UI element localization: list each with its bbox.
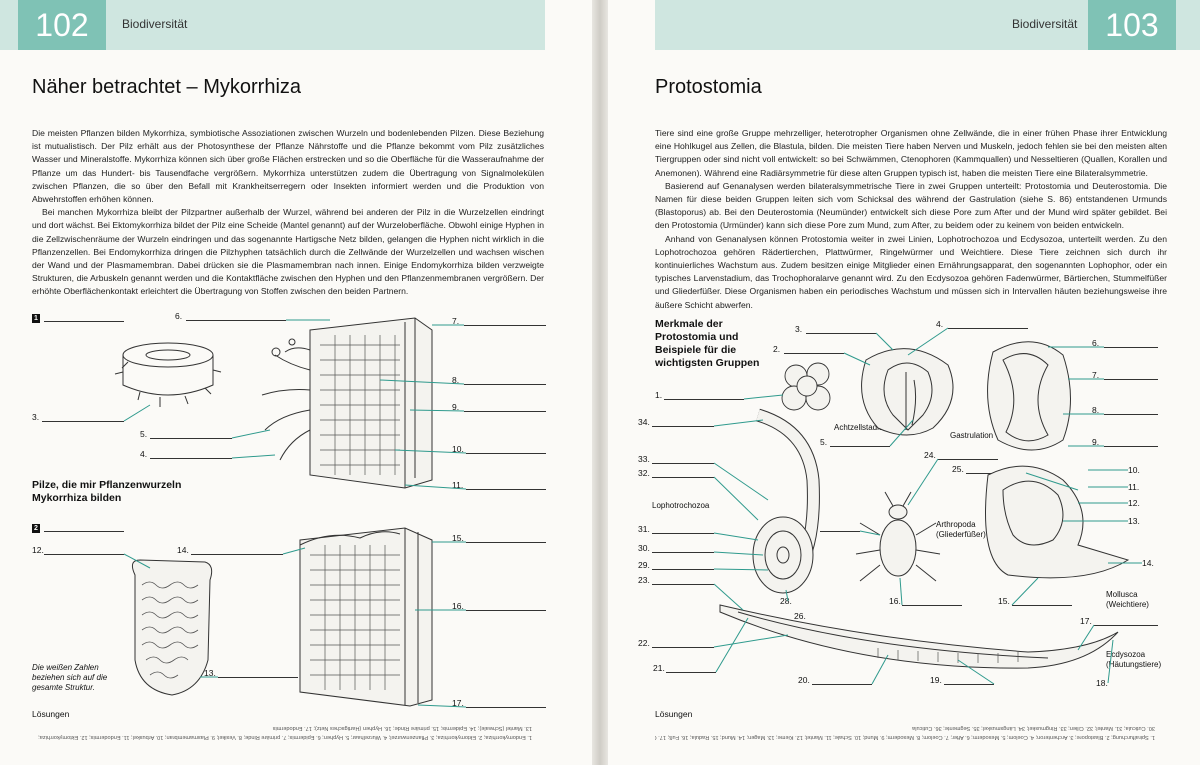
protostomia-illustrations: [608, 0, 1200, 765]
mykorrhiza-illustrations: [0, 0, 592, 765]
shell-cross-section-drawing: [988, 342, 1071, 450]
annelid-worm-drawing: [753, 415, 813, 593]
right-page: Biodiversität 103 Protostomia Tiere sind…: [608, 0, 1200, 765]
endomycorrhiza-root-block: [300, 528, 432, 706]
root-segment-drawing: [115, 343, 221, 407]
mantle-drawing: [132, 560, 211, 695]
gastrula-drawing: [862, 349, 953, 435]
book-gutter: [592, 0, 608, 765]
insect-arthropod-drawing: [856, 492, 940, 581]
eight-cell-stage-drawing: [782, 363, 830, 410]
ectomycorrhiza-root-block: [262, 318, 432, 488]
left-page: 102 Biodiversität Näher betrachtet – Myk…: [0, 0, 592, 765]
